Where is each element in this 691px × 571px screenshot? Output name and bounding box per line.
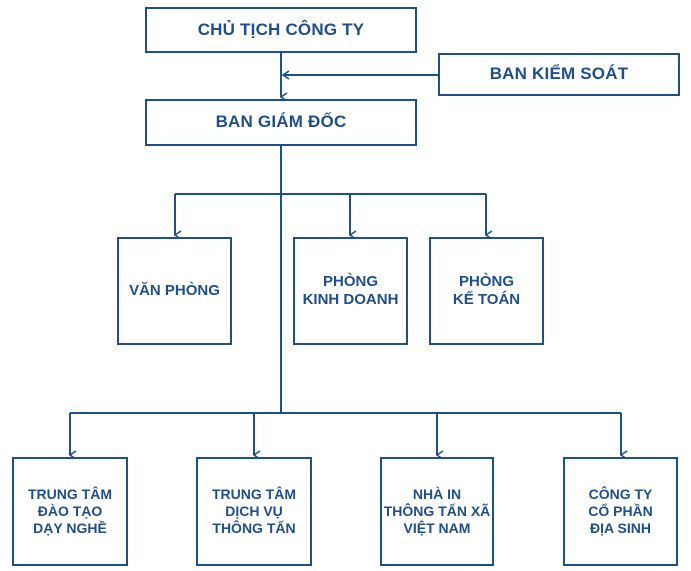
office-label: VĂN PHÒNG <box>129 282 220 299</box>
board-of-directors-label: BAN GIÁM ĐỐC <box>215 112 347 132</box>
supervisory-board-label: BAN KIỂM SOÁT <box>489 64 629 84</box>
sales-department-label: PHÒNG KINH DOANH <box>302 273 399 308</box>
accounting-department-box: PHÒNG KẾ TOÁN <box>429 237 544 345</box>
board-of-directors-box: BAN GIÁM ĐỐC <box>145 99 417 146</box>
printing-house-box: NHÀ IN THÔNG TẤN XÃ VIỆT NAM <box>380 457 494 566</box>
chairman-box: CHỦ TỊCH CÔNG TY <box>145 7 417 53</box>
office-box: VĂN PHÒNG <box>117 237 232 345</box>
geo-company-box: CÔNG TY CỔ PHẦN ĐỊA SINH <box>563 457 678 566</box>
geo-company-label: CÔNG TY CỔ PHẦN ĐỊA SINH <box>588 486 653 536</box>
sales-department-box: PHÒNG KINH DOANH <box>293 237 408 345</box>
accounting-department-label: PHÒNG KẾ TOÁN <box>452 273 521 308</box>
chairman-label: CHỦ TỊCH CÔNG TY <box>197 19 365 39</box>
media-service-center-box: TRUNG TÂM DỊCH VỤ THÔNG TẤN <box>196 457 312 566</box>
training-center-box: TRUNG TÂM ĐÀO TẠO DẠY NGHỀ <box>12 457 128 566</box>
media-service-center-label: TRUNG TÂM DỊCH VỤ THÔNG TẤN <box>212 486 296 536</box>
training-center-label: TRUNG TÂM ĐÀO TẠO DẠY NGHỀ <box>28 486 112 536</box>
supervisory-board-box: BAN KIỂM SOÁT <box>438 53 680 96</box>
printing-house-label: NHÀ IN THÔNG TẤN XÃ VIỆT NAM <box>383 486 491 536</box>
